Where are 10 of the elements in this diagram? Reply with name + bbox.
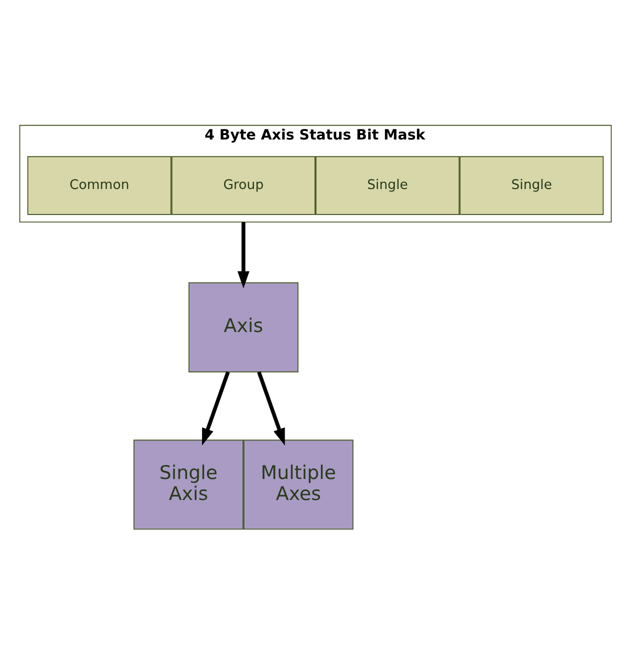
node-box: Common <box>27 156 172 214</box>
arrow <box>202 370 230 445</box>
node-box: Single <box>316 156 460 214</box>
arrow <box>257 370 285 445</box>
node-box: Axis <box>188 282 298 372</box>
node-box: Single Axis <box>134 439 244 530</box>
arrow <box>237 222 250 288</box>
node-box: Single <box>460 156 604 214</box>
node-box: Group <box>171 156 316 214</box>
node-box: Multiple Axes <box>243 439 354 530</box>
